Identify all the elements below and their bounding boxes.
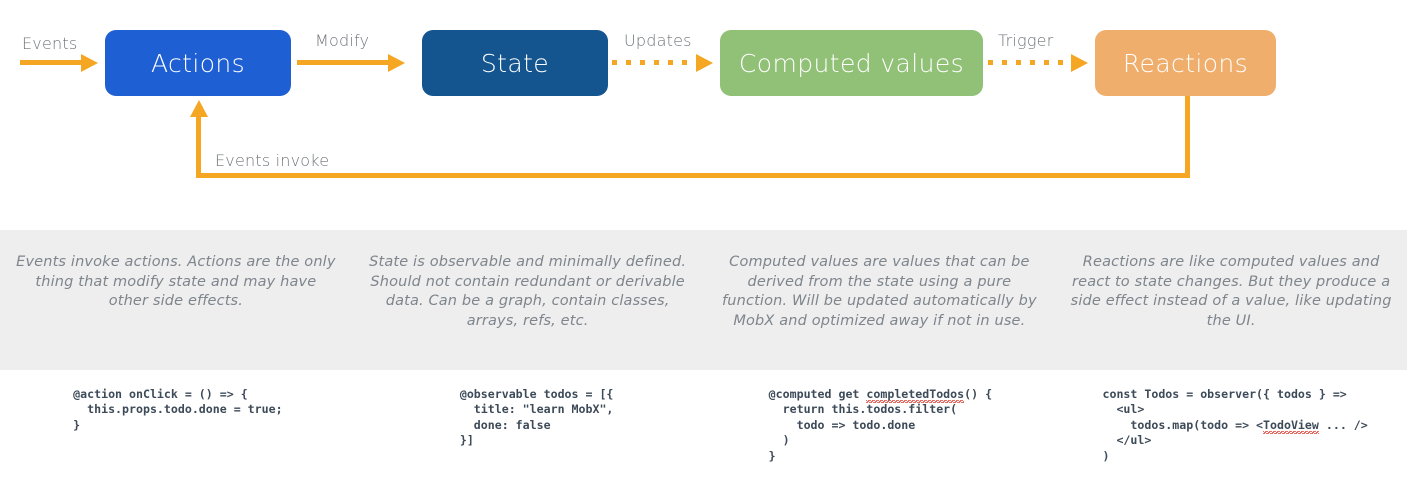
code-snippet-state: @observable todos = [{ title: "learn Mob… (459, 387, 614, 448)
code-computed-prefix: @computed get (768, 387, 867, 401)
code-snippet-reactions: const Todos = observer({ todos } => <ul>… (1102, 387, 1367, 483)
flow-box-computed-values-label: Computed values (738, 48, 965, 78)
arrow-label-events-invoke: Events invoke (215, 151, 330, 170)
flow-diagram: Events Actions Modify State Updates Comp… (0, 0, 1407, 230)
description-text-state: State is observable and minimally define… (369, 254, 687, 329)
arrow-label-trigger: Trigger (998, 31, 1054, 50)
code-snippet-computed-values: @computed get completedTodos() { return … (769, 387, 992, 483)
arrow-computed-to-reactions-head-icon (1071, 53, 1088, 72)
code-reactions-suffix: ... /> </ul> ) (1102, 417, 1368, 463)
flow-box-state-label: State (480, 48, 550, 78)
arrow-computed-to-reactions-shaft (988, 60, 1072, 65)
code-computed-suffix: () { return this.todos.filter( todo => t… (768, 387, 993, 463)
arrow-label-events: Events (22, 34, 78, 53)
code-snippet-actions: @action onClick = () => { this.props.tod… (73, 387, 283, 432)
flow-box-reactions-label: Reactions (1122, 48, 1249, 78)
arrow-label-updates: Updates (624, 31, 692, 50)
code-column-reactions: const Todos = observer({ todos } => <ul>… (1055, 380, 1407, 483)
code-reactions-prefix: const Todos = observer({ todos } => <ul>… (1102, 387, 1347, 432)
description-text-actions: Events invoke actions. Actions are the o… (16, 254, 336, 310)
spellcheck-underlined-word-completedtodos: completedTodos (866, 387, 965, 403)
arrow-actions-to-state-shaft (297, 60, 389, 65)
feedback-loop-left-segment (196, 117, 201, 175)
code-column-computed-values: @computed get completedTodos() { return … (704, 380, 1056, 483)
description-column-state: State is observable and minimally define… (352, 230, 704, 370)
description-column-computed-values: Computed values are values that can be d… (704, 230, 1056, 370)
arrow-events-to-actions-shaft (20, 60, 82, 65)
feedback-loop-bottom-segment (196, 173, 1190, 178)
description-column-reactions: Reactions are like computed values and r… (1055, 230, 1407, 370)
spellcheck-underlined-word-todoview: TodoView (1263, 417, 1319, 434)
flow-box-actions[interactable]: Actions (105, 30, 291, 96)
code-column-actions: @action onClick = () => { this.props.tod… (0, 380, 352, 483)
arrow-state-to-computed-head-icon (696, 53, 713, 72)
flow-box-state[interactable]: State (422, 30, 608, 96)
arrow-state-to-computed-shaft (612, 60, 696, 65)
arrow-label-modify: Modify (315, 31, 370, 50)
flow-box-computed-values[interactable]: Computed values (720, 30, 983, 96)
description-text-computed-values: Computed values are values that can be d… (722, 254, 1037, 329)
description-text-reactions: Reactions are like computed values and r… (1070, 254, 1392, 329)
description-band: Events invoke actions. Actions are the o… (0, 230, 1407, 370)
arrow-actions-to-state-head-icon (388, 53, 405, 72)
code-column-state: @observable todos = [{ title: "learn Mob… (352, 380, 704, 483)
feedback-loop-arrowhead-icon (189, 100, 208, 117)
description-column-actions: Events invoke actions. Actions are the o… (0, 230, 352, 370)
code-band: @action onClick = () => { this.props.tod… (0, 380, 1407, 483)
feedback-loop-right-segment (1185, 96, 1190, 178)
flow-box-reactions[interactable]: Reactions (1095, 30, 1276, 96)
arrow-events-to-actions-head-icon (81, 53, 98, 72)
flow-box-actions-label: Actions (150, 48, 246, 78)
